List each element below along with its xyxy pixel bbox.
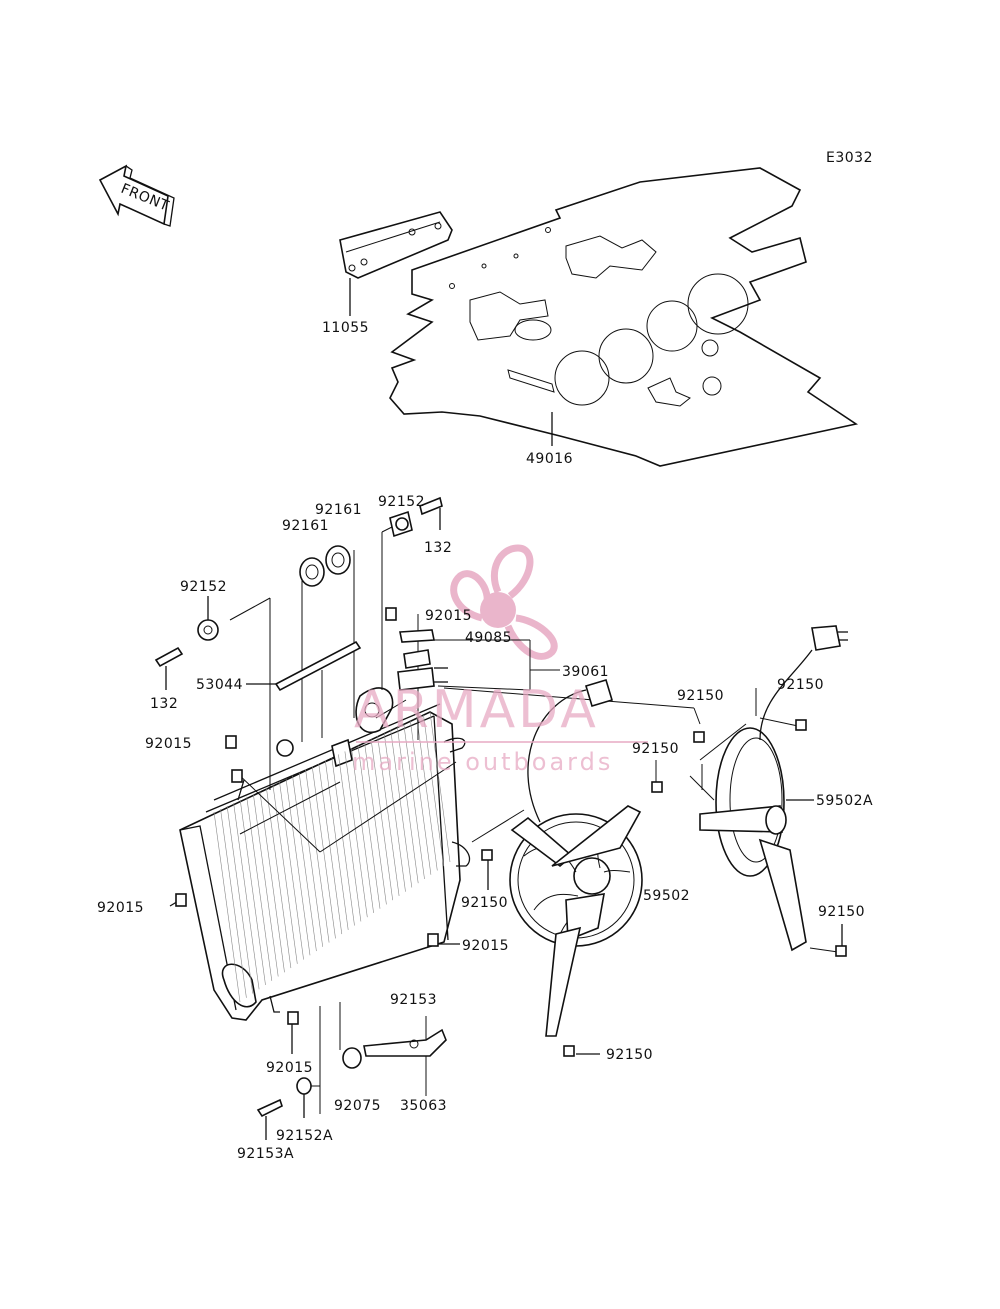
radiator-fin-line xyxy=(253,793,279,977)
radiator-fin-line xyxy=(331,757,355,926)
leader-lines xyxy=(169,523,843,1140)
part-label-39061: 39061 xyxy=(562,664,609,680)
radiator-fin-line xyxy=(311,766,336,939)
bracket-11055 xyxy=(339,211,453,316)
part-label-92153A: 92153A xyxy=(237,1146,294,1162)
radiator-fin-line xyxy=(220,808,247,998)
radiator-fin-line xyxy=(429,711,451,863)
part-label-132-left: 132 xyxy=(150,696,178,712)
part-label-92150-c: 92150 xyxy=(632,741,679,757)
part-label-92015-side: 92015 xyxy=(97,900,144,916)
radiator-fin-line xyxy=(383,733,406,892)
part-label-92150-a: 92150 xyxy=(677,688,724,704)
part-label-92152A: 92152A xyxy=(276,1128,333,1144)
radiator-fin-line xyxy=(233,802,260,990)
fan-59502A xyxy=(699,625,848,952)
radiator-fin-line xyxy=(397,727,419,884)
part-label-92015-mid: 92015 xyxy=(462,938,509,954)
watermark-tagline: marine outboards xyxy=(352,748,613,776)
watermark-brand: ARMADA xyxy=(354,680,599,740)
radiator-fin-line xyxy=(377,736,400,896)
radiator-fin-line xyxy=(410,721,432,875)
part-label-92152-left: 92152 xyxy=(180,579,227,595)
fan-59502 xyxy=(509,689,643,1037)
radiator-fin-line xyxy=(364,742,387,905)
radiator-fin-line xyxy=(239,799,266,986)
part-label-92150-d: 92150 xyxy=(461,895,508,911)
radiator-fin-line xyxy=(213,811,241,1003)
watermark-logo xyxy=(450,544,558,660)
radiator-fin-line xyxy=(344,751,368,918)
part-label-92161-left: 92161 xyxy=(282,518,329,534)
radiator-fin-line xyxy=(305,769,330,943)
radiator-fin-line xyxy=(390,730,413,888)
part-label-92161-right: 92161 xyxy=(315,502,362,518)
radiator-fin-line xyxy=(226,805,253,994)
part-label-92015-cap: 92015 xyxy=(425,608,472,624)
diagram-code: E3032 xyxy=(826,150,873,166)
radiator-fin-line xyxy=(357,745,381,909)
radiator-fin-line xyxy=(403,724,425,880)
radiator-fin-line xyxy=(351,748,374,913)
part-label-92150-e: 92150 xyxy=(818,904,865,920)
part-label-92153: 92153 xyxy=(390,992,437,1008)
radiator-fin-line xyxy=(318,763,343,935)
radiator-fin-line xyxy=(246,796,273,981)
part-label-53044: 53044 xyxy=(196,677,243,693)
part-label-35063: 35063 xyxy=(400,1098,447,1114)
radiator xyxy=(179,687,471,1021)
radiator-fin-line xyxy=(325,760,349,930)
radiator-fin-line xyxy=(338,754,362,922)
part-label-49016: 49016 xyxy=(526,451,573,467)
radiator-fin-line xyxy=(370,739,393,901)
radiator-fin-line xyxy=(416,718,438,871)
part-label-92150-b: 92150 xyxy=(777,677,824,693)
part-label-92015-left: 92015 xyxy=(145,736,192,752)
part-label-49085: 49085 xyxy=(465,630,512,646)
part-label-59502: 59502 xyxy=(643,888,690,904)
part-label-92152-top: 92152 xyxy=(378,494,425,510)
radiator-fin-line xyxy=(423,714,444,867)
small-parts xyxy=(154,496,847,1118)
part-label-92150-f: 92150 xyxy=(606,1047,653,1063)
part-label-11055: 11055 xyxy=(322,320,369,336)
part-label-59502A: 59502A xyxy=(816,793,873,809)
front-arrow-icon: FRONT xyxy=(98,164,175,227)
part-label-132-top: 132 xyxy=(424,540,452,556)
part-label-92015-bottom: 92015 xyxy=(266,1060,313,1076)
guard-plate-49016 xyxy=(389,167,859,467)
part-label-92075: 92075 xyxy=(334,1098,381,1114)
